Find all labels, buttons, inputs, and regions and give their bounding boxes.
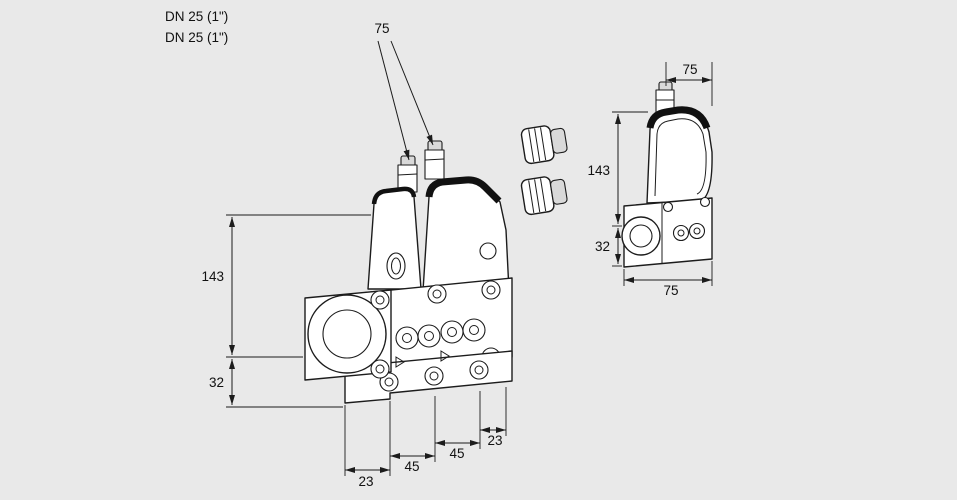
seal-plug-1: [520, 125, 568, 165]
dim-leader-coil-left: [377, 40, 410, 161]
coil-right-stem: [424, 149, 445, 180]
dim-label-bottom-45-right: 45: [449, 446, 464, 461]
port-4-outer: [462, 318, 486, 342]
plug-2-groove-2: [534, 179, 541, 213]
dim-side-top-width: 75: [665, 62, 713, 106]
plate-port-mid-inner: [429, 371, 439, 381]
dim-label-front-height-lower: 32: [209, 375, 224, 390]
port-1-inner: [402, 333, 412, 343]
dim-label-side-height-lower: 32: [595, 239, 610, 254]
dim-side-bottom-width: 75: [623, 261, 713, 298]
plug-1-groove-3: [540, 127, 547, 161]
side-bolt-2: [699, 196, 711, 208]
coil-left-stem-line: [397, 173, 418, 176]
flange-bolt-bottom-inner: [375, 364, 385, 374]
dim-leader-coil-right: [390, 40, 434, 146]
dim-label-bottom-45-left: 45: [404, 459, 419, 474]
port-3-outer: [440, 320, 464, 344]
side-coil-inner-line: [654, 118, 707, 197]
dim-label-side-top-width: 75: [682, 62, 697, 77]
dim-label-front-axis-spacing: 75: [374, 21, 389, 36]
plate-port-left: [379, 372, 399, 392]
dim-label-front-height-upper: 143: [201, 269, 224, 284]
plate-port-right: [469, 360, 489, 380]
port-2-outer: [417, 324, 441, 348]
flow-arrow-right: [440, 350, 450, 362]
coil-right: [422, 140, 510, 292]
plug-2-groove-3: [540, 178, 547, 212]
seal-plugs: [520, 125, 568, 216]
flange-bolt-top-inner: [375, 295, 385, 305]
dim-front-bottom-spacing: 23 45 45 23: [344, 387, 507, 489]
body-bolt-top-mid-inner: [432, 289, 442, 299]
dim-label-side-bottom-width: 75: [663, 283, 678, 298]
plug-1-groove-2: [534, 128, 541, 162]
port-1-outer: [395, 326, 419, 350]
port-2-inner: [424, 331, 434, 341]
side-bolt-1: [662, 201, 674, 213]
dim-front-heights: 143 32: [201, 214, 371, 408]
side-port-1: [672, 224, 690, 242]
flow-arrow-left: [395, 356, 405, 368]
test-ports: [395, 318, 486, 350]
plate-port-left-inner: [384, 377, 394, 387]
pipe-size-labels: DN 25 (1") DN 25 (1"): [165, 7, 228, 49]
seal-plug-2: [520, 176, 568, 216]
plate-port-right-inner: [474, 365, 484, 375]
side-flange-inner: [629, 224, 653, 248]
plug-2-groove-1: [528, 180, 535, 214]
coil-left-seal-outer: [386, 252, 406, 280]
dn-label-2: DN 25 (1"): [165, 29, 229, 45]
flange-bolt-bottom: [370, 359, 390, 379]
dim-label-bottom-23-left: 23: [358, 474, 373, 489]
coil-right-top-band: [425, 176, 502, 204]
front-view: [304, 140, 513, 404]
coil-left-seal-inner: [391, 257, 401, 275]
side-dimensions: 75 143 32 75: [587, 62, 713, 298]
coil-left: [367, 155, 422, 290]
coil-left-top-band: [371, 186, 417, 205]
dim-label-bottom-23-right: 23: [487, 433, 502, 448]
plug-1-end: [550, 127, 568, 154]
side-port-2-inner: [693, 227, 701, 235]
front-dimensions: 75 143 32: [201, 21, 507, 489]
dim-front-axis-spacing: 75: [374, 21, 434, 161]
body-bolt-top-right: [481, 280, 501, 300]
coil-right-stem-line: [424, 158, 445, 161]
plug-2-end: [550, 178, 568, 205]
side-coil-top-band: [646, 106, 711, 130]
valve-body: [361, 277, 513, 373]
dim-side-heights: 143 32: [587, 111, 648, 267]
plug-1-groove-1: [528, 129, 535, 163]
flange-bolt-top: [370, 290, 390, 310]
port-4-inner: [469, 325, 479, 335]
coil-right-indicator: [479, 242, 497, 260]
body-bolt-top-right-inner: [486, 285, 496, 295]
side-view: [621, 81, 713, 268]
port-3-inner: [447, 327, 457, 337]
dn-label-1: DN 25 (1"): [165, 9, 229, 24]
side-port-1-inner: [677, 229, 685, 237]
inlet-flange: [304, 289, 392, 381]
body-bolt-top-mid: [427, 284, 447, 304]
flange-opening-inner: [322, 309, 372, 359]
dim-label-side-height-upper: 143: [587, 163, 610, 178]
side-port-2: [688, 222, 706, 240]
plate-port-mid: [424, 366, 444, 386]
